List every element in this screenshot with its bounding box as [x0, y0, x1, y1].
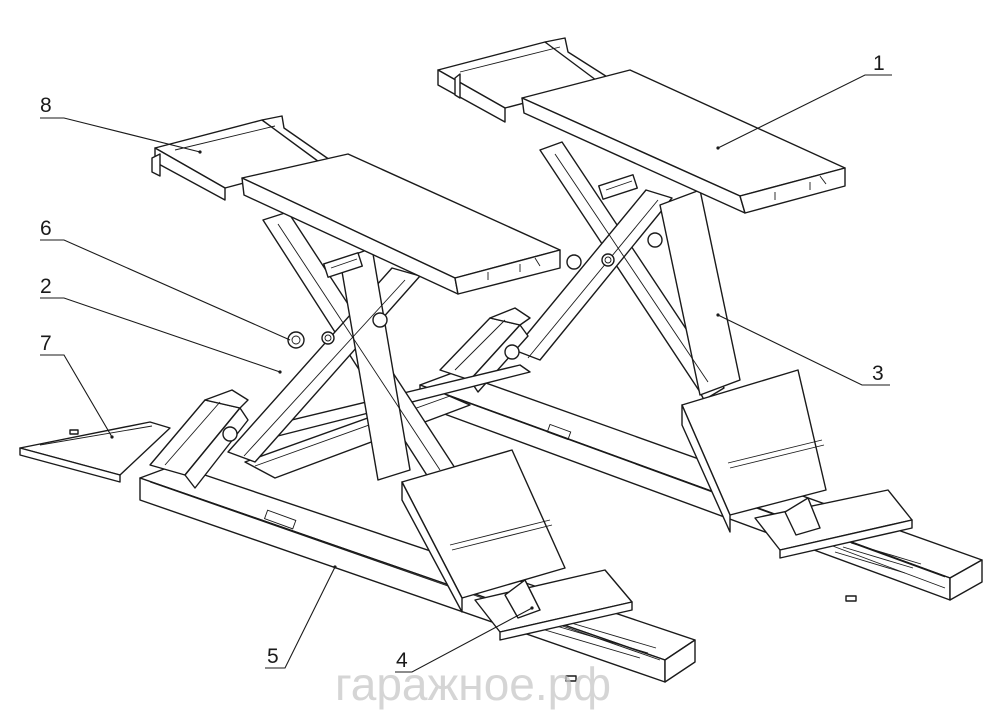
callout-label-6: 6	[40, 217, 52, 240]
left-top-platform	[151, 115, 561, 295]
callout-label-8: 8	[40, 94, 52, 117]
right-wheel-chock	[681, 369, 913, 559]
watermark: гаражное.рф	[335, 658, 611, 710]
left-lift-unit	[19, 115, 696, 683]
left-wheel-chock	[401, 449, 633, 641]
callout-label-2: 2	[40, 275, 52, 298]
left-ramp-track	[544, 619, 657, 659]
callout-label-7: 7	[40, 332, 52, 355]
callout-1: 1	[716, 52, 892, 150]
left-lower-bracket	[149, 389, 249, 489]
callout-5: 5	[265, 565, 337, 669]
callout-label-5: 5	[267, 645, 279, 668]
left-scissor-arms	[227, 211, 456, 481]
right-ramp-track	[834, 542, 922, 574]
callout-6: 6	[40, 217, 291, 341]
callout-3: 3	[716, 313, 890, 386]
right-top-platform	[437, 37, 846, 214]
callout-4: 4	[395, 606, 534, 673]
callout-7: 7	[40, 332, 114, 439]
callout-label-1: 1	[873, 52, 885, 75]
approach-ramp	[19, 421, 171, 483]
right-lift-unit	[419, 37, 983, 602]
right-scissor-arms	[513, 141, 741, 401]
right-lower-bracket	[439, 307, 531, 393]
callout-2: 2	[40, 275, 282, 374]
callout-label-4: 4	[396, 649, 408, 672]
callout-8: 8	[40, 94, 202, 154]
callout-label-3: 3	[872, 362, 884, 385]
